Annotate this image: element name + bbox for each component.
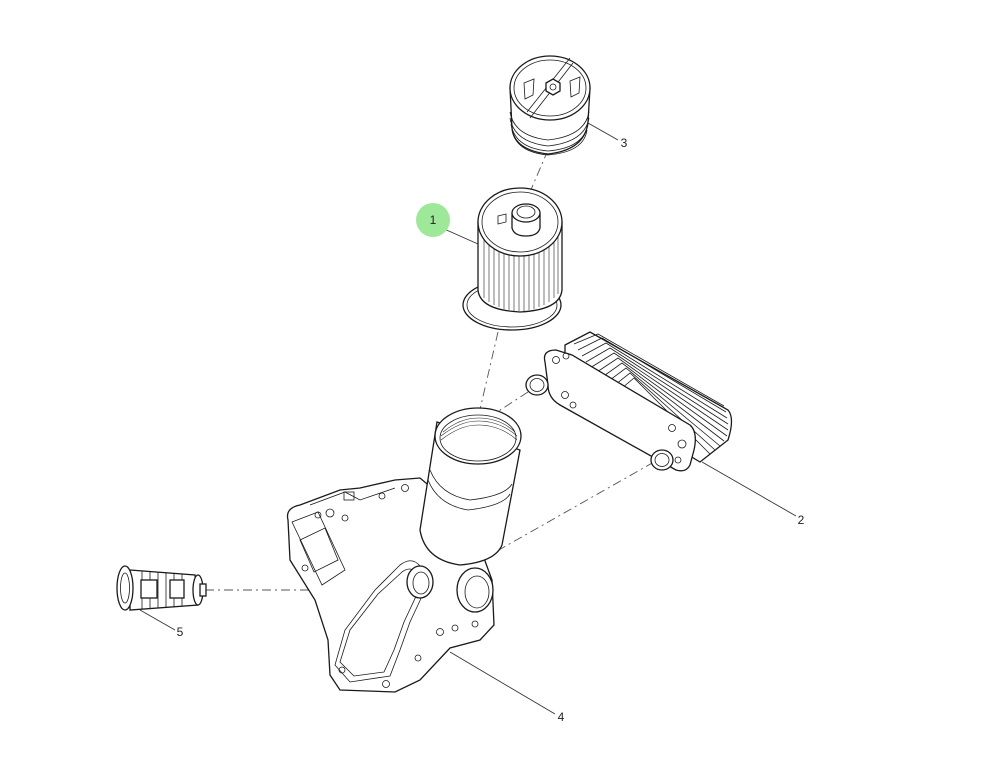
- callout-1-label: 1: [430, 213, 437, 227]
- callout-3-label: 3: [621, 136, 628, 150]
- callout-5[interactable]: 5: [177, 625, 184, 639]
- part-1-oil-filter[interactable]: [462, 187, 563, 331]
- callout-1[interactable]: 1: [416, 203, 450, 237]
- leader-lines: [139, 122, 797, 715]
- callout-1-highlight: [416, 203, 450, 237]
- callout-4-label: 4: [558, 710, 565, 724]
- part-4-filter-housing[interactable]: [286, 407, 522, 693]
- callout-5-label: 5: [177, 625, 184, 639]
- callout-2-label: 2: [798, 513, 805, 527]
- part-5-valve-insert[interactable]: [116, 565, 207, 611]
- callout-4[interactable]: 4: [558, 710, 565, 724]
- callout-2[interactable]: 2: [798, 513, 805, 527]
- callout-3[interactable]: 3: [621, 136, 628, 150]
- part-2-oil-cooler[interactable]: [525, 331, 733, 472]
- part-3-filter-cap[interactable]: [509, 55, 591, 156]
